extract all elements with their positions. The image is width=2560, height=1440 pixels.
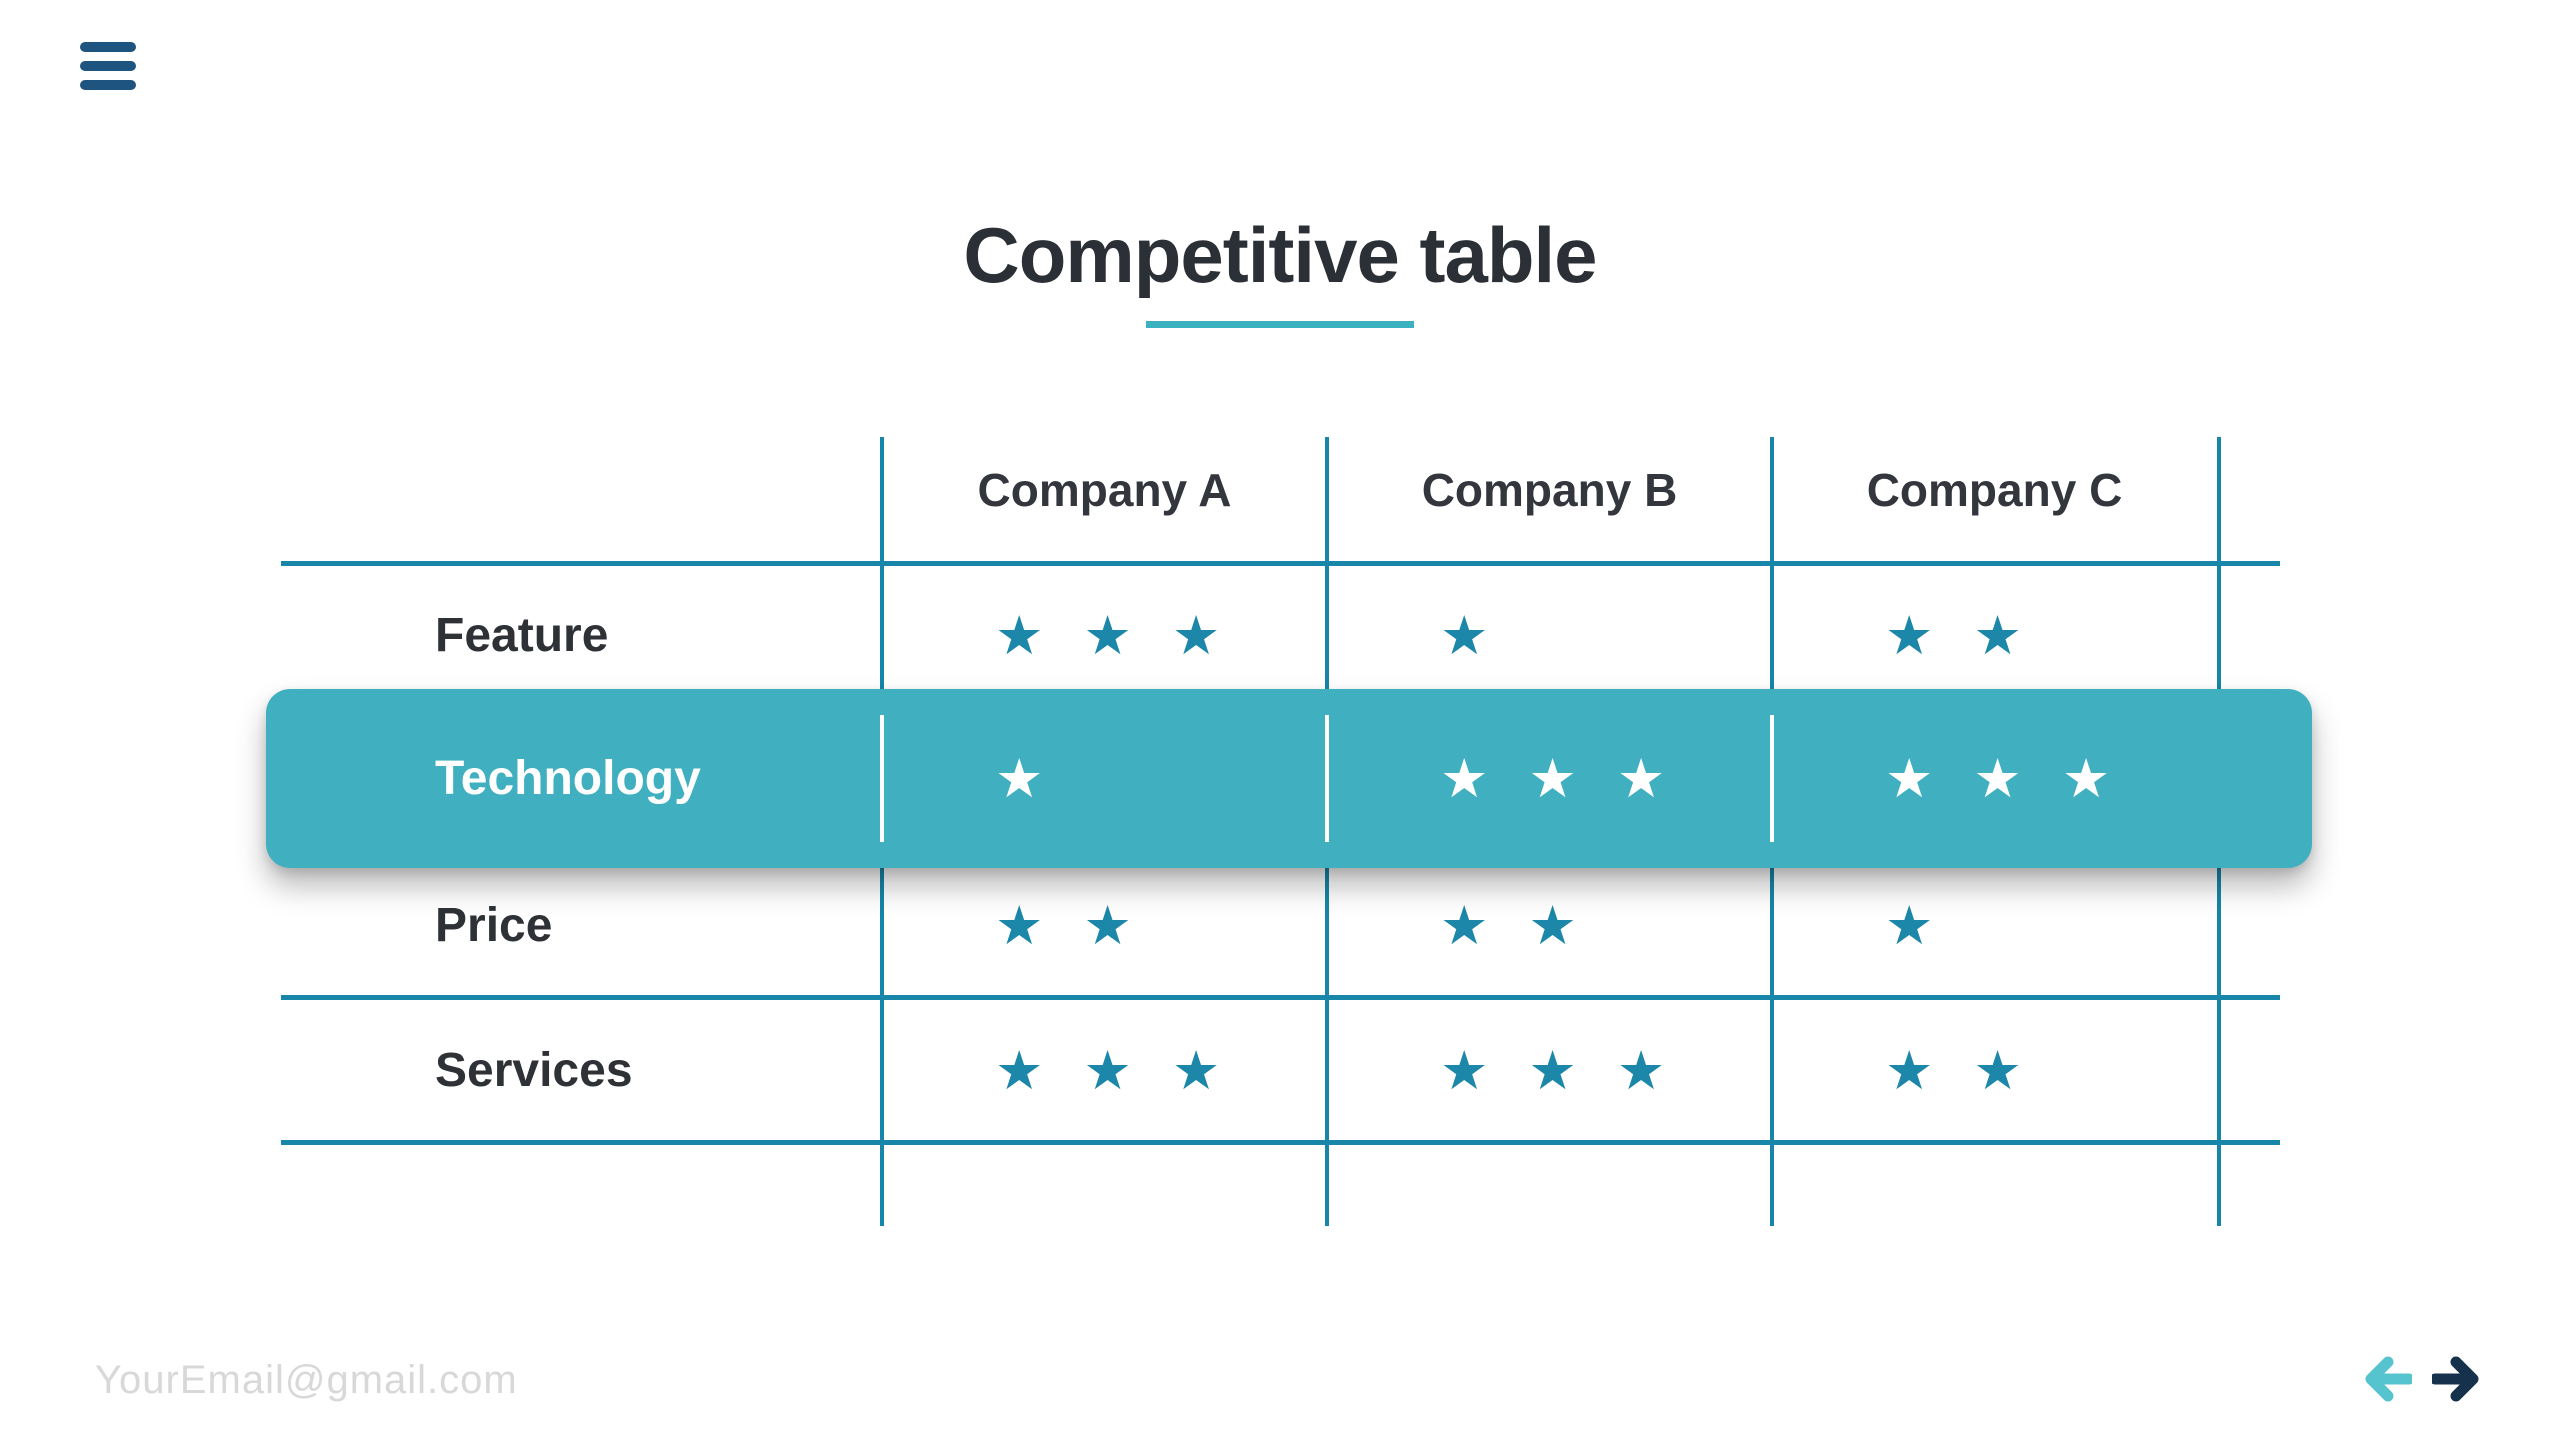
highlight-separator: [1770, 715, 1774, 842]
rating-stars: ★★: [1440, 893, 1617, 957]
rating-stars: ★★★: [1440, 1038, 1706, 1102]
table-row-technology-highlighted: Technology ★ ★★★ ★★★: [266, 689, 2312, 868]
highlight-separator: [880, 715, 884, 842]
highlight-separator: [1325, 715, 1329, 842]
arrow-right-icon: [2432, 1356, 2479, 1402]
row-label-price: Price: [435, 899, 553, 952]
rating-stars: ★: [995, 746, 1084, 810]
rating-stars: ★★★: [995, 1038, 1261, 1102]
row-label-technology: Technology: [435, 752, 701, 805]
column-header-company-a: Company A: [977, 464, 1232, 516]
column-header-company-c: Company C: [1866, 464, 2123, 516]
column-header-company-b: Company B: [1421, 464, 1678, 516]
hamburger-icon: [80, 42, 136, 52]
hamburger-icon: [80, 80, 136, 90]
row-label-services: Services: [435, 1044, 633, 1097]
row-label-feature: Feature: [435, 609, 609, 662]
rating-stars: ★★: [1885, 1038, 2062, 1102]
rating-stars: ★★: [995, 893, 1172, 957]
rating-stars: ★★: [1885, 603, 2062, 667]
rating-stars: ★: [1885, 893, 1974, 957]
table-row-services: Services ★★★ ★★★ ★★: [281, 998, 2280, 1143]
rating-stars: ★★★: [995, 603, 1261, 667]
table-hline-header: [281, 561, 2280, 566]
page-title: Competitive table: [963, 211, 1597, 299]
table-row-price: Price ★★ ★★ ★: [281, 853, 2280, 998]
hamburger-icon: [80, 61, 136, 71]
table-hline-below-services: [281, 1140, 2280, 1145]
title-underline: [1146, 321, 1414, 328]
rating-stars: ★★★: [1440, 746, 1706, 810]
menu-button[interactable]: [80, 38, 140, 94]
table-hline-below-price: [281, 995, 2280, 1000]
footer-email: YourEmail@gmail.com: [95, 1358, 518, 1402]
rating-stars: ★★★: [1885, 746, 2151, 810]
arrow-left-icon: [2365, 1356, 2412, 1402]
table-row-feature: Feature ★★★ ★ ★★: [281, 563, 2280, 708]
prev-slide-button[interactable]: [2364, 1354, 2412, 1404]
next-slide-button[interactable]: [2432, 1354, 2480, 1404]
rating-stars: ★: [1440, 603, 1529, 667]
